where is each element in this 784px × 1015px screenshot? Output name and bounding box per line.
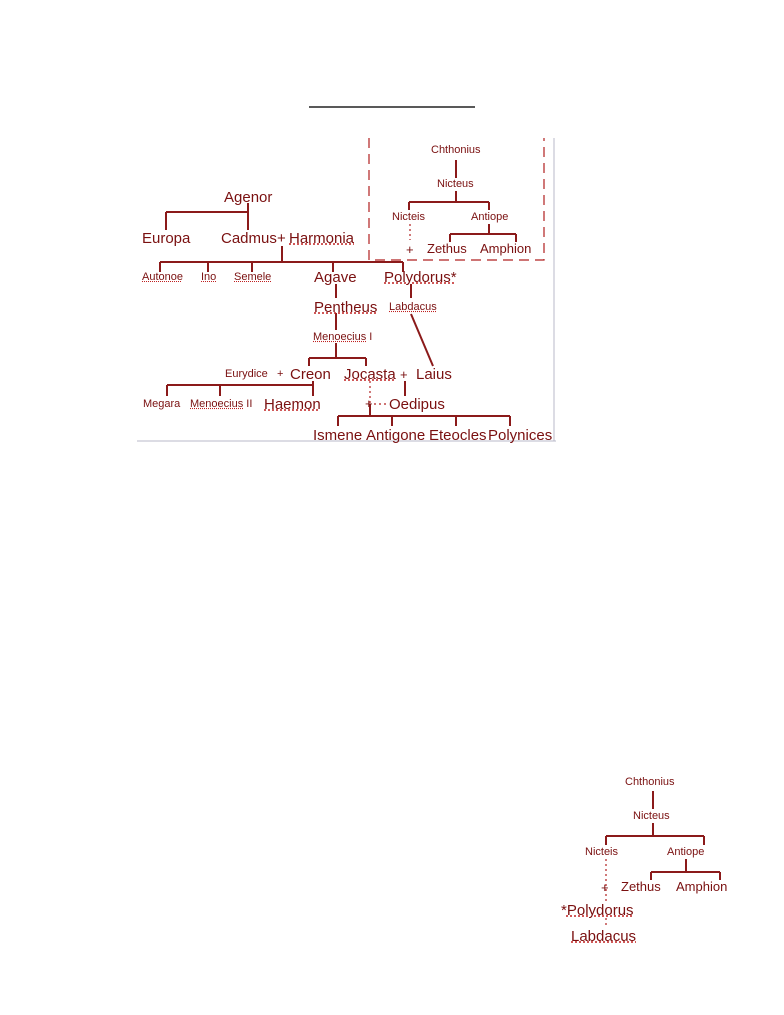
- lower-node-antiope: Antiope: [667, 846, 705, 858]
- lower-node-zethus: Zethus: [621, 879, 661, 894]
- inset-node-antiope: Antiope: [471, 211, 509, 223]
- node-laius: Laius: [416, 366, 452, 383]
- inset-node-nicteis: Nicteis: [392, 211, 426, 223]
- node-haemon: Haemon: [264, 396, 321, 413]
- plus-sign: +: [277, 230, 286, 247]
- node-autonoe: Autonoe: [142, 271, 183, 283]
- node-oedipus: Oedipus: [389, 396, 445, 413]
- node-polydorus: Polydorus*: [384, 269, 457, 286]
- inset-dashed-box: [368, 138, 545, 261]
- node-polynices: Polynices: [488, 427, 553, 444]
- inset-node-chthonius: Chthonius: [431, 144, 481, 156]
- plus-sign: +: [400, 367, 408, 382]
- lower-node-polydorus: *Polydorus: [561, 902, 634, 919]
- node-labdacus: Labdacus: [389, 301, 437, 313]
- plus-sign: +: [601, 880, 609, 895]
- lower-node-labdacus: Labdacus: [571, 928, 637, 945]
- node-menoecius-ii: Menoecius II: [190, 398, 253, 410]
- plus-sign: +: [406, 242, 414, 257]
- node-semele: Semele: [234, 271, 272, 283]
- node-eteocles: Eteocles: [429, 427, 487, 444]
- node-agave: Agave: [314, 269, 357, 286]
- lower-node-nicteis: Nicteis: [585, 846, 619, 858]
- node-creon: Creon: [290, 366, 331, 383]
- inset-node-zethus: Zethus: [427, 241, 467, 256]
- node-megara: Megara: [143, 398, 181, 410]
- node-harmonia: Harmonia: [289, 230, 355, 247]
- node-ismene: Ismene: [313, 427, 363, 444]
- node-antigone: Antigone: [366, 427, 426, 444]
- node-agenor: Agenor: [224, 189, 273, 206]
- node-ino: Ino: [201, 271, 217, 283]
- inset-node-amphion: Amphion: [480, 241, 532, 256]
- node-cadmus: Cadmus: [221, 230, 277, 247]
- lower-node-nicteus: Nicteus: [633, 810, 670, 822]
- labdacus-to-laius: [410, 313, 434, 367]
- plus-sign: +: [365, 396, 373, 411]
- plus-sign: +: [277, 368, 284, 380]
- lower-node-amphion: Amphion: [676, 879, 728, 894]
- node-jocasta: Jocasta: [344, 366, 396, 383]
- node-pentheus: Pentheus: [314, 299, 378, 316]
- node-eurydice: Eurydice: [225, 368, 268, 380]
- lower-node-chthonius: Chthonius: [625, 776, 675, 788]
- inset-node-nicteus: Nicteus: [437, 178, 474, 190]
- node-europa: Europa: [142, 230, 191, 247]
- node-menoecius-i: Menoecius I: [313, 331, 373, 343]
